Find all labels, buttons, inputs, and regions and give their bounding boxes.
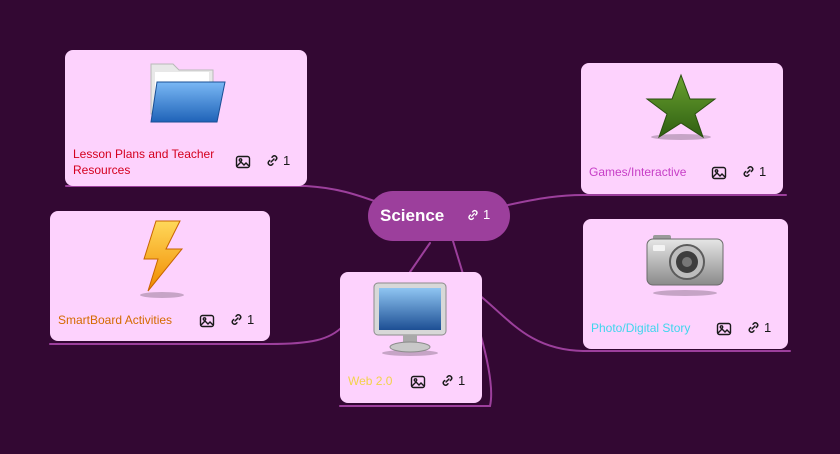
image-attachment[interactable] [199,313,215,329]
link-count[interactable]: 1 [746,320,771,335]
link-icon [468,209,478,220]
topic-label: Web 2.0 [348,374,393,388]
link-count-value: 1 [458,373,466,388]
link-count-value: 1 [764,320,772,335]
image-icon [711,166,727,180]
central-title: Science [380,206,445,225]
lightning-icon [140,220,184,298]
connector-photo [477,293,791,352]
link-icon [743,166,754,177]
topic-smartboard-activities[interactable]: SmartBoard Activities 1 [50,211,270,341]
camera-icon [646,235,724,296]
image-attachment[interactable] [235,154,251,170]
link-count-value: 1 [759,164,767,179]
link-count[interactable]: 1 [229,312,254,327]
image-icon [199,314,215,328]
topic-label: Games/Interactive [589,165,687,179]
image-icon [410,375,426,389]
link-count[interactable]: 1 [265,153,290,168]
image-icon [716,322,732,336]
folder-icon [150,63,226,123]
central-link-count-value: 1 [483,207,491,222]
connector-lesson [65,185,381,204]
image-attachment[interactable] [711,165,727,181]
topic-label: SmartBoard Activities [58,313,173,327]
connector-web-top [409,242,431,273]
topic-photo-digital-story[interactable]: Photo/Digital Story 1 [583,219,788,349]
star-icon [645,73,717,140]
link-icon [231,314,242,325]
central-topic[interactable]: Science 1 [368,191,510,241]
topic-label: Lesson Plans and Teacher Resources [73,147,215,177]
link-count-value: 1 [247,312,255,327]
image-attachment[interactable] [410,374,426,390]
connector-games [507,194,787,206]
topic-label: Photo/Digital Story [591,321,691,335]
link-icon [442,375,453,386]
link-count-value: 1 [283,153,291,168]
image-icon [235,155,251,169]
link-icon [748,322,759,333]
connector-smartboard [49,325,344,345]
monitor-icon [373,282,447,356]
topic-web-2-0[interactable]: Web 2.0 1 [340,272,482,403]
central-link-count[interactable]: 1 [466,207,490,222]
link-icon [267,155,278,166]
link-count[interactable]: 1 [440,373,465,388]
image-attachment[interactable] [716,321,732,337]
link-count[interactable]: 1 [741,164,766,179]
topic-games-interactive[interactable]: Games/Interactive 1 [581,63,783,194]
topic-lesson-plans[interactable]: Lesson Plans and Teacher Resources 1 [65,50,307,186]
